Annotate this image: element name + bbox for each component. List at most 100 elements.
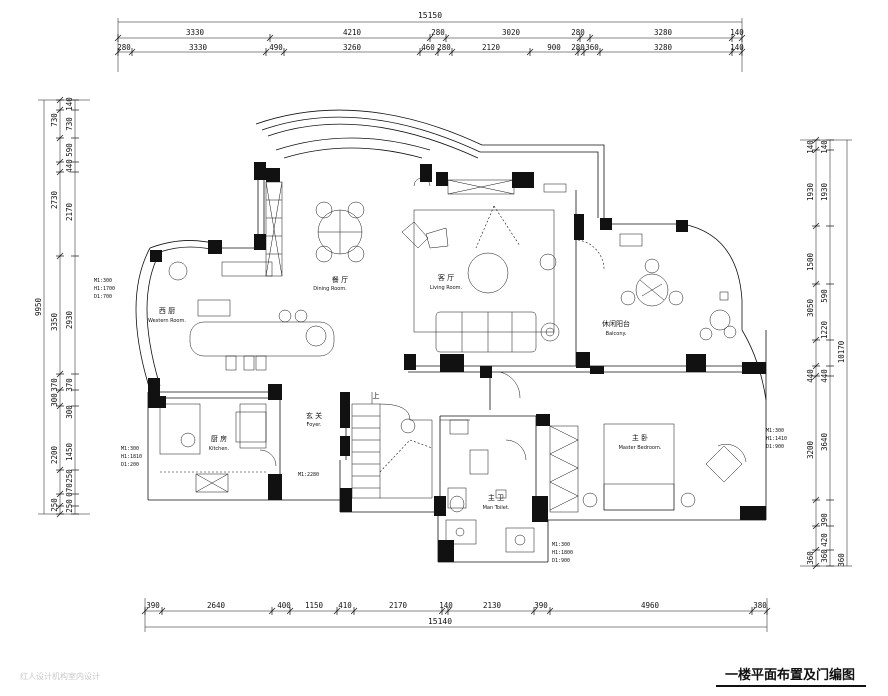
room-label-balcony-en: Balcony. [606, 331, 627, 337]
dimension-tick [141, 607, 149, 615]
dim-bottom-10: 4960 [641, 601, 660, 610]
dim-right2-6: 3640 [820, 432, 829, 451]
dimension-tick [580, 48, 588, 56]
dimension-tick [56, 510, 64, 518]
dim-bottom-2: 2640 [207, 601, 226, 610]
dim-top2-10: 360 [585, 43, 599, 52]
dim-top2-11: 3280 [654, 43, 673, 52]
dimension-tick [56, 168, 64, 176]
dimension-tick [812, 136, 820, 144]
dimension-tick [738, 34, 746, 42]
dimension-tick [333, 607, 341, 615]
stair-up-mark: 上 [373, 391, 380, 400]
room-label-foyer-en: Foyer. [307, 422, 322, 428]
dimension-tick [158, 607, 166, 615]
balcony-furniture [619, 233, 737, 341]
dimension-tick [56, 386, 64, 394]
dimension-tick [574, 48, 582, 56]
dimension-tick [56, 134, 64, 142]
note-bedroom-d: D1:900 [766, 444, 784, 450]
room-label-western-en: Western Room. [148, 318, 186, 324]
dimension-tick [56, 158, 64, 166]
room-label-balcony-cn: 休闲阳台 [602, 319, 630, 328]
dim-bottom-7: 140 [439, 601, 453, 610]
dimension-tick [748, 607, 756, 615]
dim-top2-7: 2120 [482, 43, 501, 52]
dimension-tick [56, 466, 64, 474]
right-total-dimension: 10170 [837, 340, 846, 363]
dim-top-5: 280 [571, 28, 585, 37]
dim-right-3: 1500 [806, 252, 815, 271]
dim-right2-3: 590 [820, 289, 829, 303]
staircase [351, 392, 470, 499]
dim-left2-6: 2930 [65, 310, 74, 329]
dim-left-3: 3350 [50, 312, 59, 331]
dimension-tick [812, 562, 820, 570]
dimension-tick [280, 48, 288, 56]
dimension-tick [438, 607, 446, 615]
dimension-tick [56, 370, 64, 378]
dimension-tick [448, 48, 456, 56]
dim-top2-3: 490 [269, 43, 283, 52]
left-dimensions: 9950 730 2730 3350 370 300 2200 250 140 … [34, 97, 90, 518]
dim-bottom-5: 410 [338, 601, 352, 610]
dimension-tick [812, 146, 820, 154]
room-label-western-cn: 西 厨 [159, 307, 175, 315]
kitchen-furniture [159, 403, 268, 493]
dim-top2-12: 140 [730, 43, 744, 52]
note-western-m: M1:300 [94, 278, 112, 284]
dim-left-6: 2200 [50, 445, 59, 464]
dimension-tick [426, 34, 434, 42]
dimension-tick [350, 607, 358, 615]
dimension-tick [56, 252, 64, 260]
dim-bottom-8: 2130 [483, 601, 502, 610]
dimension-tick [444, 607, 452, 615]
dim-left2-3: 590 [65, 143, 74, 157]
note-toilet-d: D1:900 [552, 558, 570, 564]
dim-left-4: 370 [50, 378, 59, 392]
dim-left2-2: 730 [65, 117, 74, 131]
dim-left2-1: 140 [65, 97, 74, 111]
dim-top2-9: 280 [571, 43, 585, 52]
dimension-tick [268, 607, 276, 615]
dim-right-2: 1930 [806, 182, 815, 201]
dim-left-7: 250 [50, 498, 59, 512]
furniture [159, 177, 747, 553]
dim-left2-9: 1450 [65, 442, 74, 461]
dim-left-2: 2730 [50, 190, 59, 209]
note-bedroom-h: H1:1410 [766, 436, 787, 442]
note-toilet-h: H1:1800 [552, 550, 573, 556]
dim-right-4: 3050 [806, 298, 815, 317]
dimension-tick [266, 34, 274, 42]
note-toilet-m: M1:300 [552, 542, 570, 548]
dim-top2-6: 280 [437, 43, 451, 52]
dim-right2-10: 360 [837, 553, 846, 567]
dim-left2-7: 370 [65, 378, 74, 392]
toilet-fixtures [445, 439, 535, 553]
room-label-kitchen-en: Kitchen. [209, 446, 230, 452]
dimension-tick [56, 402, 64, 410]
dim-right2-4: 1220 [820, 320, 829, 339]
left-total-dimension: 9950 [34, 297, 43, 316]
dim-top-2: 4210 [343, 28, 362, 37]
dimension-tick [586, 34, 594, 42]
dimension-tick [442, 34, 450, 42]
room-label-toilet-en: Man Toilet. [483, 505, 510, 511]
dimension-tick [434, 48, 442, 56]
room-label-foyer-cn: 玄 关 [306, 411, 322, 420]
dimension-tick [286, 607, 294, 615]
dim-top-3: 280 [431, 28, 445, 37]
dimension-tick [262, 48, 270, 56]
dimension-tick [546, 607, 554, 615]
dim-left-5: 300 [50, 393, 59, 407]
dim-left2-10: 250 [65, 469, 74, 483]
dimension-tick [576, 34, 584, 42]
note-foyer: M1:2280 [298, 472, 319, 478]
watermark: 红人设计机构室内设计 [20, 671, 100, 681]
dim-bottom-9: 390 [534, 601, 548, 610]
dim-left2-12: 250 [65, 499, 74, 513]
dimension-tick [530, 607, 538, 615]
dim-right2-1: 140 [820, 140, 829, 154]
room-label-kitchen-cn: 厨 房 [211, 434, 227, 443]
